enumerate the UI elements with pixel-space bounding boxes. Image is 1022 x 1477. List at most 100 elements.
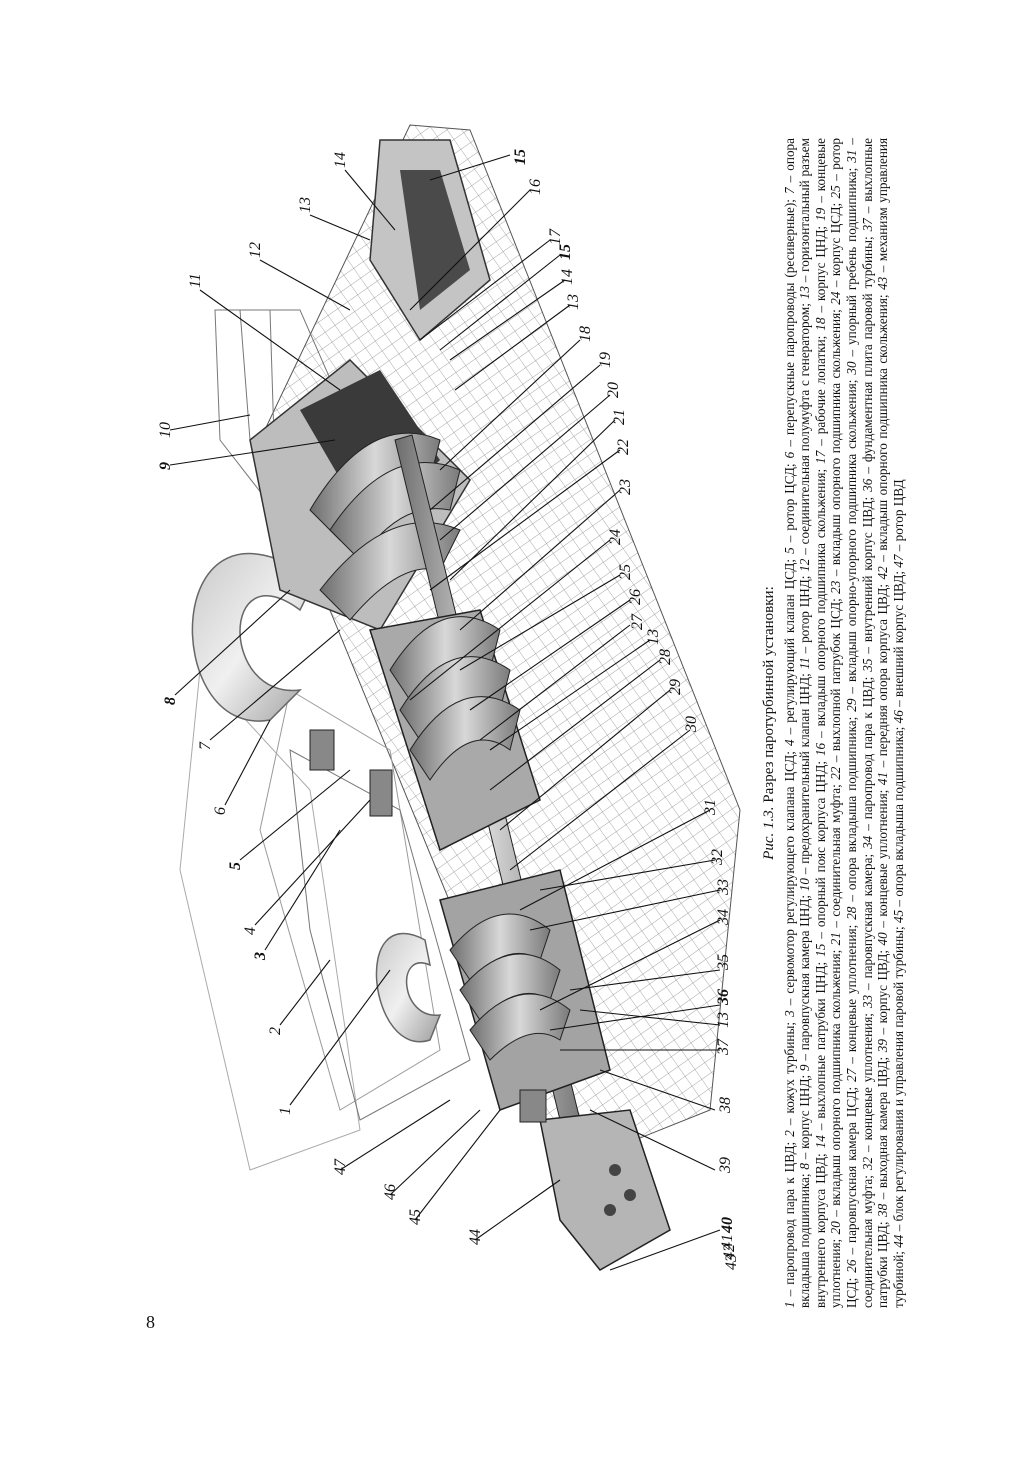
callout-number: 30 <box>683 716 700 733</box>
legend-text: – ротор ЦВД <box>890 479 906 555</box>
legend-text: – внутренний корпус ЦВД; <box>859 491 875 659</box>
legend-text: – упорный гребень подшипника; <box>843 162 859 362</box>
callout-number: 33 <box>715 879 732 896</box>
legend-text: – концевые уплотнения; <box>859 1008 875 1157</box>
callout-number: 5 <box>227 862 244 870</box>
page-number: 8 <box>146 1312 155 1332</box>
legend-text: – вкладыш опорного подшипника скольжения… <box>828 304 844 581</box>
legend-number: 19 <box>812 207 828 221</box>
legend-number: 8 <box>797 1163 813 1170</box>
legend-text: – ротор ЦСД; <box>781 458 797 548</box>
legend-text: – вкладыш опорного подшипника скольжения… <box>828 945 844 1222</box>
legend-number: 4 <box>781 739 797 746</box>
callout-number: 20 <box>605 382 622 398</box>
legend-text: – паровпускная камера; <box>859 848 875 995</box>
callout-number: 18 <box>577 326 594 342</box>
legend-text: – сервомотор регулирующего клапана ЦСД; <box>781 746 797 1011</box>
callout-number: 27 <box>629 613 646 630</box>
legend-text: – регулирующий клапан ЦСД; <box>781 553 797 740</box>
legend-number: 11 <box>797 657 813 670</box>
callout-number: 34 <box>715 909 732 926</box>
legend-text: – корпус ЦВД; <box>875 945 891 1040</box>
legend-number: 5 <box>781 547 797 554</box>
legend-text: – опора вкладыша подшипника; <box>843 711 859 907</box>
callout-number: 13 <box>645 629 662 645</box>
caption-legend: 1 – паропровод пара к ЦВД; 2 – кожух тур… <box>782 138 907 1308</box>
callout-leader-lines <box>169 154 721 1271</box>
legend-number: 33 <box>859 994 875 1009</box>
legend-number: 30 <box>843 361 859 375</box>
callout-number: 45 <box>407 1209 424 1225</box>
callout-number: 2 <box>267 1027 284 1035</box>
legend-number: 28 <box>843 906 859 920</box>
callout-number: 13 <box>715 1012 732 1028</box>
legend-text: – опорный пояс корпуса ЦНД; <box>812 756 828 944</box>
legend-text: – вкладыш опорно-упорного подшипника ско… <box>843 374 859 699</box>
turbine-cutaway-drawing: 1234567891011121314151617151413181920212… <box>157 124 741 1271</box>
legend-number: 32 <box>859 1156 875 1171</box>
legend-number: 39 <box>875 1039 891 1053</box>
callout-number: 15 <box>512 149 529 165</box>
legend-number: 38 <box>875 1203 891 1217</box>
callout-number: 37 <box>715 1038 732 1056</box>
legend-number: 46 <box>890 710 906 724</box>
legend-text: – паровпускная камера ЦНД; <box>797 891 813 1065</box>
legend-number: 42 <box>875 566 891 580</box>
callout-number: 21 <box>611 409 628 425</box>
callout-number: 11 <box>187 273 204 288</box>
callout-number: 4 <box>242 927 259 935</box>
legend-text: – соединительная муфта; <box>828 779 844 933</box>
legend-number: 3 <box>781 1010 797 1017</box>
callout-number: 38 <box>717 1097 734 1114</box>
callout-number: 36 <box>715 989 732 1006</box>
legend-text: – выхлопные патрубки ЦНД; <box>812 956 828 1136</box>
callout-number: 12 <box>247 242 264 258</box>
legend-text: – паропровод пара к ЦВД; <box>859 671 875 836</box>
callout-number: 14 <box>332 152 349 168</box>
legend-text: – рабочие лопатки; <box>812 330 828 451</box>
caption-title-text: Разрез паротурбинной установки: <box>761 586 777 803</box>
legend-text: – паровпускная камера ЦСД; <box>843 1081 859 1260</box>
callout-number: 29 <box>667 679 684 695</box>
callout-number: 42 <box>721 1244 738 1260</box>
legend-text: – передняя опора корпуса ЦВД; <box>875 579 891 772</box>
callout-number: 10 <box>157 422 174 438</box>
legend-number: 2 <box>781 1130 797 1137</box>
legend-text: – концевые уплотнения; <box>843 919 859 1069</box>
legend-number: 24 <box>828 291 844 305</box>
legend-number: 34 <box>859 835 875 849</box>
callout-number: 1 <box>277 1107 294 1115</box>
legend-number: 20 <box>828 1221 844 1235</box>
callout-number: 46 <box>382 1184 399 1200</box>
legend-number: 44 <box>890 1234 906 1248</box>
legend-number: 41 <box>875 771 891 786</box>
legend-text: – внешний корпус ЦВД; <box>890 567 906 711</box>
callout-number: 14 <box>559 269 576 285</box>
callout-number: 24 <box>607 529 624 545</box>
legend-number: 22 <box>828 766 844 780</box>
legend-number: 14 <box>812 1135 828 1149</box>
caption-label: Рис. 1.3. <box>761 806 777 860</box>
legend-number: 35 <box>859 658 875 672</box>
control-valves <box>309 729 547 1123</box>
legend-number: 1 <box>781 1301 797 1308</box>
legend-text: – вкладыш опорного подшипника скольжения… <box>812 463 828 743</box>
legend-text: – выхлопной патрубок ЦСД; <box>828 593 844 767</box>
callout-number: 19 <box>597 352 614 368</box>
callout-number: 3 <box>252 952 269 961</box>
legend-number: 31 <box>843 149 859 163</box>
legend-number: 7 <box>781 187 797 195</box>
legend-number: 12 <box>797 558 813 572</box>
legend-text: – корпус ЦНД; <box>812 220 828 318</box>
legend-number: 25 <box>828 185 844 199</box>
legend-text: – вкладыш опорного подшипника скольжения… <box>875 289 891 567</box>
generator-coupling-housing <box>369 139 491 342</box>
callout-number: 39 <box>717 1157 734 1174</box>
legend-number: 43 <box>875 276 891 290</box>
callout-number: 23 <box>617 479 634 495</box>
callout-number: 25 <box>617 564 634 580</box>
legend-text: – корпус ЦНД; <box>797 1071 813 1164</box>
legend-text: – корпус ЦСД; <box>828 198 844 292</box>
callout-number: 43 <box>723 1254 740 1270</box>
